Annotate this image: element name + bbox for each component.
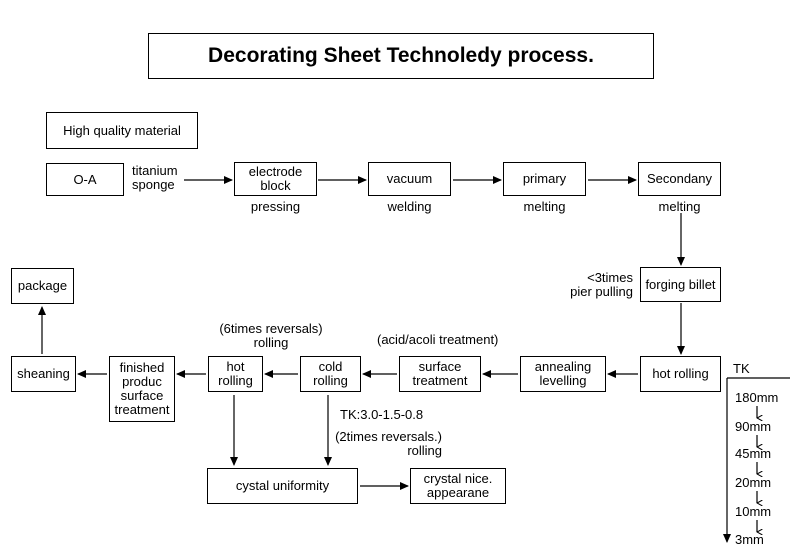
label-pressing: pressing [250,199,301,214]
diagram-title: Decorating Sheet Technoledy process. [148,33,654,79]
node-high-quality-material: High quality material [46,112,198,149]
node-hot-rolling: hot rolling [208,356,263,392]
node-o-a: O-A [46,163,124,196]
node-crystal-nice: crystal nice. appearane [410,468,506,504]
tk-value-10mm: 10mm [735,504,772,519]
label-melting-secondany: melting [658,199,701,214]
node-package: package [11,268,74,304]
node-finished-product: finished produc surface treatment [109,356,175,422]
label-pier-pulling: <3times pier pulling [570,270,633,299]
node-annealing-levelling: annealing levelling [520,356,606,392]
node-cold-rolling: cold rolling [300,356,361,392]
node-sheaning: sheaning [11,356,76,392]
tk-value-20mm: 20mm [735,475,772,490]
node-secondany: Secondany [638,162,721,196]
tk-heading: TK [733,361,750,376]
node-forging-billet: forging billet [640,267,721,302]
node-primary: primary [503,162,586,196]
node-hot-rolling-main: hot rolling [640,356,721,392]
label-welding: welding [387,199,432,214]
node-cystal-uniformity: cystal uniformity [207,468,358,504]
tk-value-3mm: 3mm [735,532,764,547]
label-acid-treatment: (acid/acoli treatment) [377,332,499,347]
node-vacuum: vacuum [368,162,451,196]
tk-value-90mm: 90mm [735,419,772,434]
tk-value-45mm: 45mm [735,446,772,461]
node-electrode-block: electrode block [234,162,317,196]
label-tk-sequence: TK:3.0-1.5-0.8 [340,407,424,422]
tk-value-180mm: 180mm [735,390,779,405]
label-6times-reversals: (6times reversals) rolling [219,321,323,350]
label-melting-primary: melting [523,199,566,214]
label-2times-reversals: (2times reversals.) rolling [335,429,442,458]
label-titanium-sponge: titanium sponge [132,163,178,192]
node-surface-treatment: surface treatment [399,356,481,392]
